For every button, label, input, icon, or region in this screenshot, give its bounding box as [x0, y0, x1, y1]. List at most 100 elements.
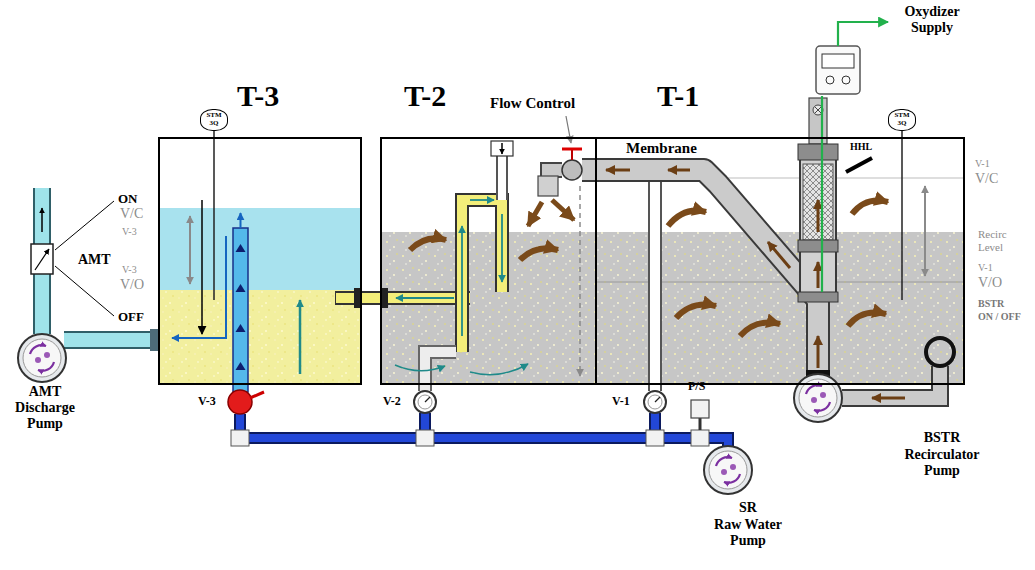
part-label: Discharge Pump: [5, 400, 85, 432]
valve-handle: [562, 148, 582, 151]
part-label: V-3: [122, 226, 137, 238]
housing-collar: [798, 240, 838, 252]
pipe-flange: [806, 370, 830, 376]
mixing-arrow: [668, 211, 706, 226]
meter-arrow: [35, 249, 49, 270]
housing-collar: [798, 292, 838, 302]
suction-intake: [926, 338, 954, 366]
transfer-pipe: [462, 200, 502, 352]
tank-label: T-1: [657, 79, 699, 114]
sensor-probe: [213, 122, 215, 300]
tank: T-1: [595, 137, 965, 385]
manifold-pipe: [240, 413, 655, 438]
flow-arrow: [172, 236, 226, 338]
sensor-label: STM 3Q: [893, 112, 911, 127]
mixing-arrow: [520, 248, 558, 260]
level-range-arrow: [924, 186, 926, 276]
level-range-arrow: [189, 216, 191, 284]
part-label: Oxydizer Supply: [893, 4, 971, 36]
mixing-arrow: [676, 305, 716, 319]
leader-line: [55, 201, 114, 250]
transfer-pipe: [380, 291, 470, 305]
part-label: V-2: [383, 395, 401, 409]
feed-pipe: [648, 172, 662, 391]
part-label: Flow Control: [490, 95, 575, 112]
raw-water-pump: [704, 446, 752, 494]
part-label: V/O: [120, 277, 144, 293]
part-label: AMT: [5, 384, 85, 400]
vent-pipe: [496, 156, 508, 200]
gauge-valve: [414, 391, 436, 413]
feed-pipe: [425, 352, 456, 391]
valve-handle: [250, 392, 264, 398]
part-label: V/O: [978, 275, 1002, 291]
pipe-tee: [691, 430, 709, 446]
part-label: V-1: [612, 395, 630, 409]
flow-arrow: [240, 213, 242, 228]
pipe-connector: [362, 298, 380, 299]
oxidizer-line: [838, 22, 888, 46]
recirculator-pump: [794, 374, 842, 422]
housing-collar: [798, 144, 838, 160]
gauge-needle: [655, 397, 660, 402]
return-pipe: [548, 170, 562, 196]
part-label: ON: [118, 192, 138, 207]
oxidizer-line: [821, 96, 823, 292]
part-label: SR: [700, 500, 796, 516]
recirculation-pipe: [582, 170, 818, 374]
vent-cap: [491, 141, 513, 156]
flow-arrow: [470, 364, 528, 375]
part-label: OFF: [118, 310, 144, 325]
tank: T-2: [380, 137, 597, 385]
flow-arrow: [528, 202, 542, 226]
flow-arrow: [668, 169, 690, 172]
flow-meter: [31, 244, 53, 274]
mixed-liquor: [382, 232, 963, 383]
flow-arrow: [470, 199, 494, 201]
feed-pipe: [425, 352, 456, 391]
feed-pipe: [233, 228, 248, 392]
flow-arrow: [817, 262, 820, 288]
mixing-arrow: [848, 313, 886, 327]
mixing-arrow: [410, 238, 446, 250]
discharge-pipe: [33, 188, 51, 334]
pressure-switch: [691, 400, 709, 418]
flow-arrow: [236, 284, 246, 292]
flow-arrow: [552, 200, 574, 220]
suction-pipe: [842, 366, 940, 398]
transfer-pipe: [462, 200, 502, 352]
tank-label: T-3: [237, 79, 279, 114]
oxidizer-knob: [842, 76, 850, 84]
discharge-pipe: [64, 331, 158, 349]
flow-arrow: [817, 200, 820, 232]
speckles: [160, 290, 360, 383]
leader-line: [55, 266, 114, 316]
pipe-outline: [362, 291, 380, 305]
flow-arrow: [236, 324, 246, 332]
membrane-housing: [799, 150, 837, 300]
settled-water: [160, 290, 360, 383]
part-label: Raw Water Pump: [700, 517, 796, 549]
membrane-element: [803, 164, 833, 240]
part-label: Recirc Level: [978, 228, 1020, 253]
part-label: V-1: [978, 262, 993, 274]
vent-pipe: [498, 156, 506, 200]
discharge-pipe: [35, 188, 49, 334]
flow-arrow: [396, 297, 454, 299]
feed-pipe: [650, 172, 660, 391]
part-label: AMT: [78, 252, 111, 268]
membrane-housing: [801, 150, 835, 300]
transfer-pipe: [335, 291, 362, 305]
flow-arrow: [817, 336, 820, 368]
part-label: V-1: [975, 158, 990, 170]
flow-control-valve: [562, 160, 582, 180]
flow-arrow: [606, 169, 630, 172]
part-label: P/S: [688, 380, 705, 394]
solenoid-valve: [228, 390, 252, 414]
transfer-pipe: [380, 293, 470, 303]
